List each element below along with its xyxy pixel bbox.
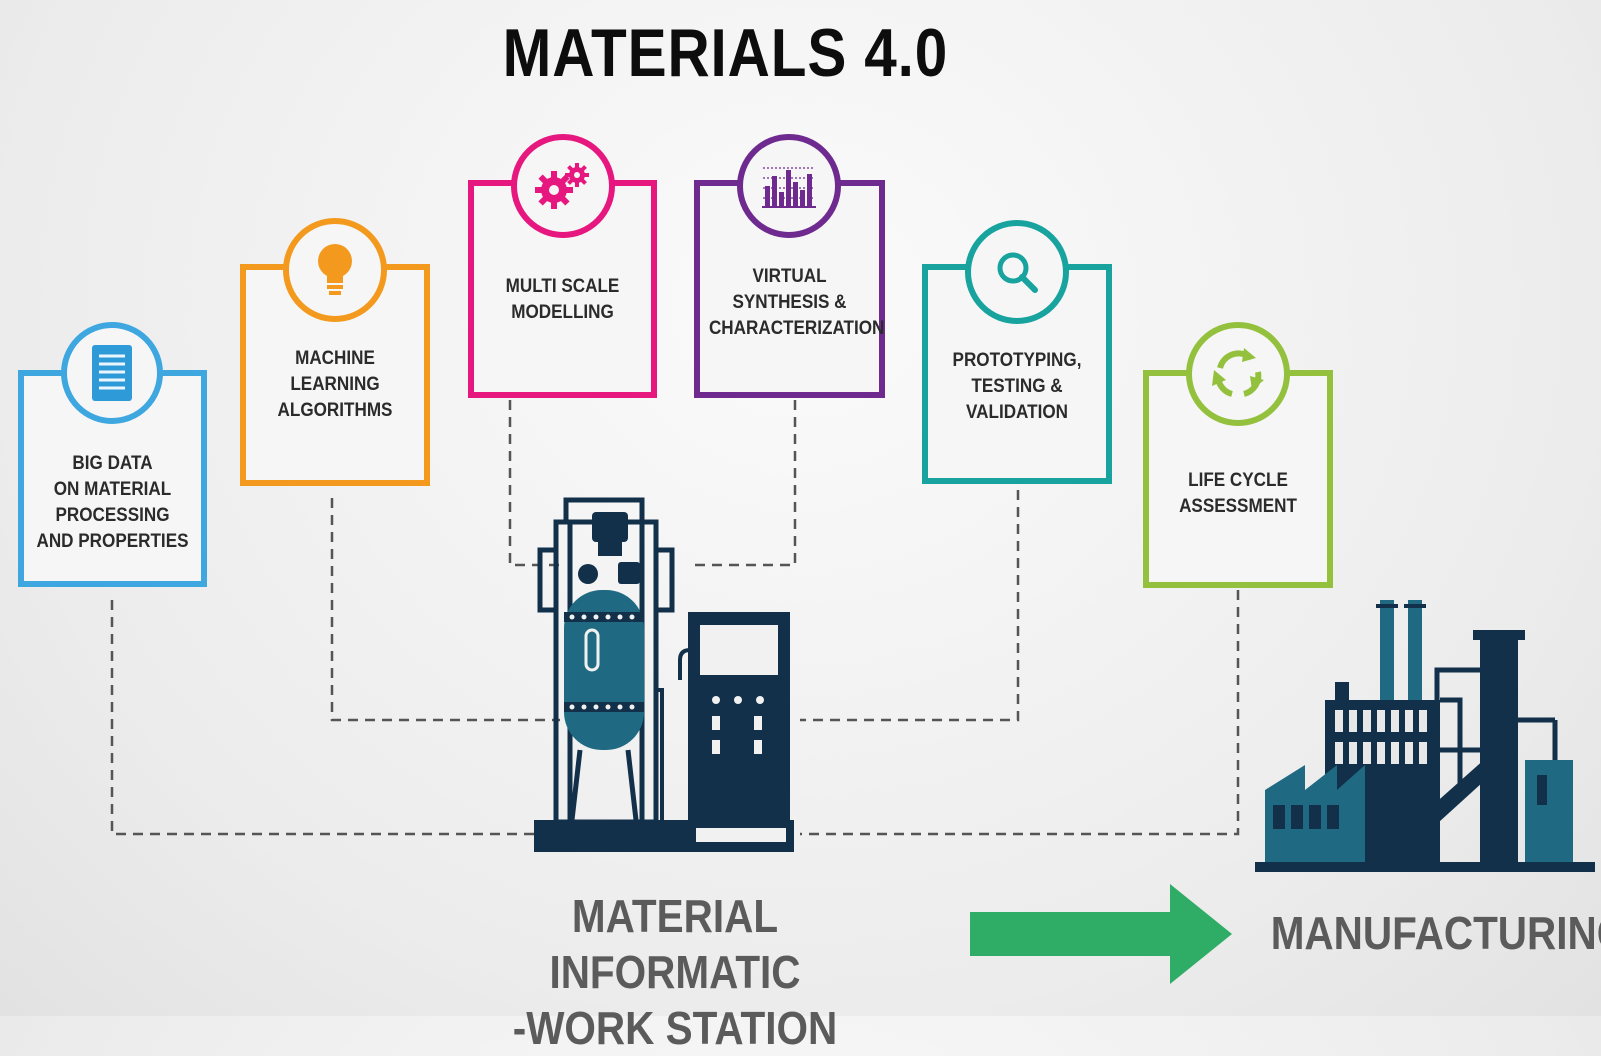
workstation-caption: MATERIAL INFORMATIC -WORK STATION bbox=[512, 890, 838, 1054]
bar-chart-icon bbox=[737, 134, 841, 238]
gears-icon bbox=[511, 134, 615, 238]
document-icon bbox=[61, 322, 163, 424]
connector-lines bbox=[110, 400, 1240, 836]
connector-machine-learning bbox=[330, 498, 560, 722]
page-title: MATERIALS 4.0 bbox=[502, 15, 949, 91]
card-label-prototyping: PROTOTYPING, TESTING & VALIDATION bbox=[952, 350, 1082, 423]
connector-life-cycle bbox=[800, 590, 1240, 836]
connector-prototyping bbox=[800, 490, 1020, 722]
reactor-workstation-icon bbox=[534, 497, 794, 852]
recycle-arrows-icon bbox=[1186, 322, 1290, 426]
card-label-multi-scale: MULTI SCALE MODELLING bbox=[505, 276, 620, 323]
card-label-life-cycle: LIFE CYCLE ASSESSMENT bbox=[1179, 470, 1297, 517]
magnifier-icon bbox=[965, 220, 1069, 324]
factory-icon bbox=[1255, 600, 1595, 872]
connector-big-data bbox=[110, 600, 540, 836]
manufacturing-caption: MANUFACTURING bbox=[1270, 907, 1601, 959]
card-label-big-data: BIG DATA ON MATERIAL PROCESSING AND PROP… bbox=[36, 453, 189, 552]
connector-virtual-synthesis bbox=[690, 400, 797, 567]
card-label-machine-learning: MACHINE LEARNING ALGORITHMS bbox=[277, 348, 393, 421]
lightbulb-icon bbox=[283, 218, 387, 322]
card-life-cycle: LIFE CYCLE ASSESSMENT bbox=[1143, 370, 1333, 588]
right-arrow-icon bbox=[970, 884, 1232, 984]
connector-multi-scale bbox=[508, 400, 560, 567]
card-label-virtual-synthesis: VIRTUAL SYNTHESIS & CHARACTERIZATION bbox=[708, 266, 885, 339]
